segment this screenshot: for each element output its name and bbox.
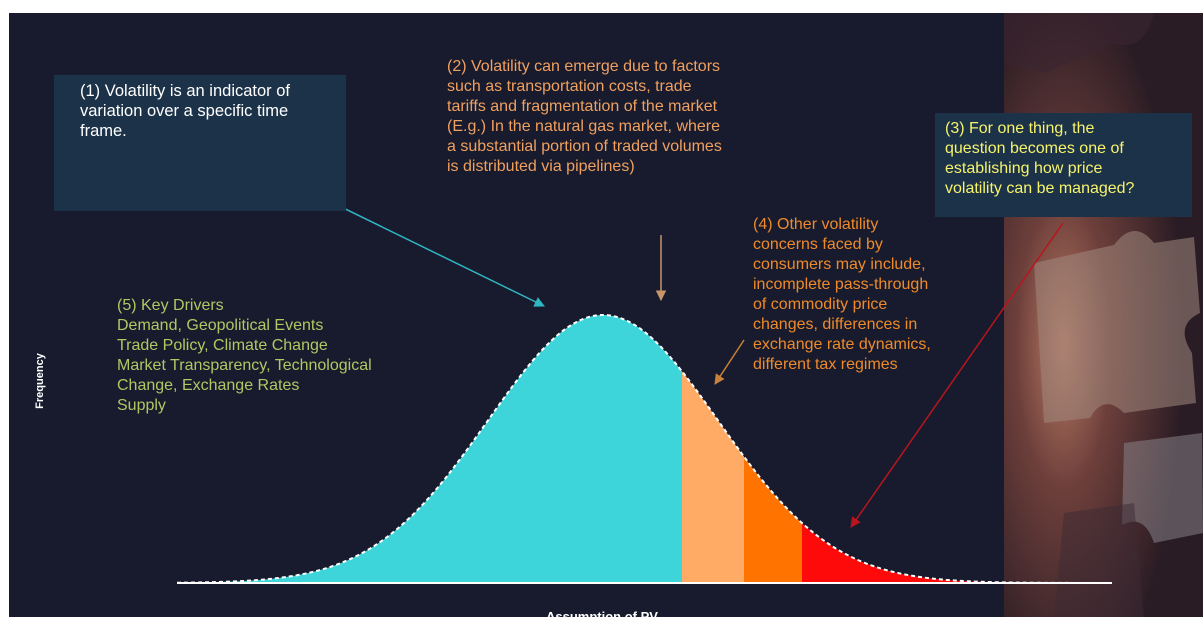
volatility-definition-box: (1) Volatility is an indicator of variat…	[54, 75, 346, 211]
consumer-concerns-line: consumers may include,	[753, 256, 926, 273]
managing-volatility-box: (3) For one thing, the question becomes …	[935, 113, 1192, 217]
managing-volatility-line: volatility can be managed?	[945, 180, 1135, 197]
puzzle-piece-shape	[1122, 433, 1203, 543]
consumer-concerns-line: exchange rate dynamics,	[753, 336, 931, 353]
distribution-tail-light-area	[682, 371, 744, 583]
volatility-definition-line: frame.	[80, 122, 127, 140]
x-axis-label: Assumption of PV	[546, 609, 658, 617]
key-drivers-line: Market Transparency, Technological	[117, 357, 372, 374]
key-drivers-line: Demand, Geopolitical Events	[117, 317, 324, 334]
puzzle-piece-shape	[1054, 503, 1144, 617]
key-drivers-line: Change, Exchange Rates	[117, 377, 300, 394]
distribution-tail-extreme-area	[802, 523, 1112, 583]
volatility-factors-line: (2) Volatility can emerge due to factors	[447, 58, 721, 75]
distribution-main-area	[177, 315, 682, 583]
puzzle-piece-shape	[1004, 13, 1154, 73]
arrow-4	[714, 339, 745, 385]
arrow-3	[850, 222, 1064, 528]
key-drivers-line: Supply	[117, 397, 166, 414]
volatility-factors-text: (2) Volatility can emerge due to factors…	[447, 57, 722, 177]
managing-volatility-line: question becomes one of	[945, 140, 1124, 157]
volatility-factors-line: tariffs and fragmentation of the market	[447, 98, 718, 115]
key-drivers-line: (5) Key Drivers	[117, 297, 224, 314]
managing-volatility-line: establishing how price	[945, 160, 1103, 177]
key-drivers-text: (5) Key Drivers Demand, Geopolitical Eve…	[117, 296, 372, 416]
consumer-concerns-line: concerns faced by	[753, 236, 883, 253]
volatility-factors-line: such as transportation costs, trade	[447, 78, 692, 95]
consumer-concerns-line: incomplete pass-through	[753, 276, 929, 293]
volatility-definition-line: variation over a specific time	[80, 102, 289, 120]
consumer-concerns-line: (4) Other volatility	[753, 216, 879, 233]
volatility-definition-line: (1) Volatility is an indicator of	[80, 82, 291, 100]
managing-volatility-line: (3) For one thing, the	[945, 120, 1095, 137]
distribution-diagram	[176, 159, 1112, 584]
consumer-concerns-text: (4) Other volatility concerns faced by c…	[753, 215, 931, 375]
consumer-concerns-line: different tax regimes	[753, 356, 898, 373]
consumer-concerns-line: changes, differences in	[753, 316, 918, 333]
puzzle-piece-shape	[1034, 230, 1200, 423]
slide: (1) Volatility is an indicator of variat…	[9, 13, 1203, 617]
distribution-tail-mid-area	[744, 456, 802, 583]
distribution-curve-outline	[176, 313, 1111, 584]
volatility-factors-line: is distributed via pipelines)	[447, 158, 635, 175]
consumer-concerns-line: of commodity price	[753, 296, 888, 313]
volatility-factors-line: (E.g.) In the natural gas market, where	[447, 118, 721, 135]
key-drivers-line: Trade Policy, Climate Change	[117, 337, 328, 354]
y-axis-label: Frequency	[34, 353, 46, 409]
volatility-factors-line: a substantial portion of traded volumes	[447, 138, 722, 155]
